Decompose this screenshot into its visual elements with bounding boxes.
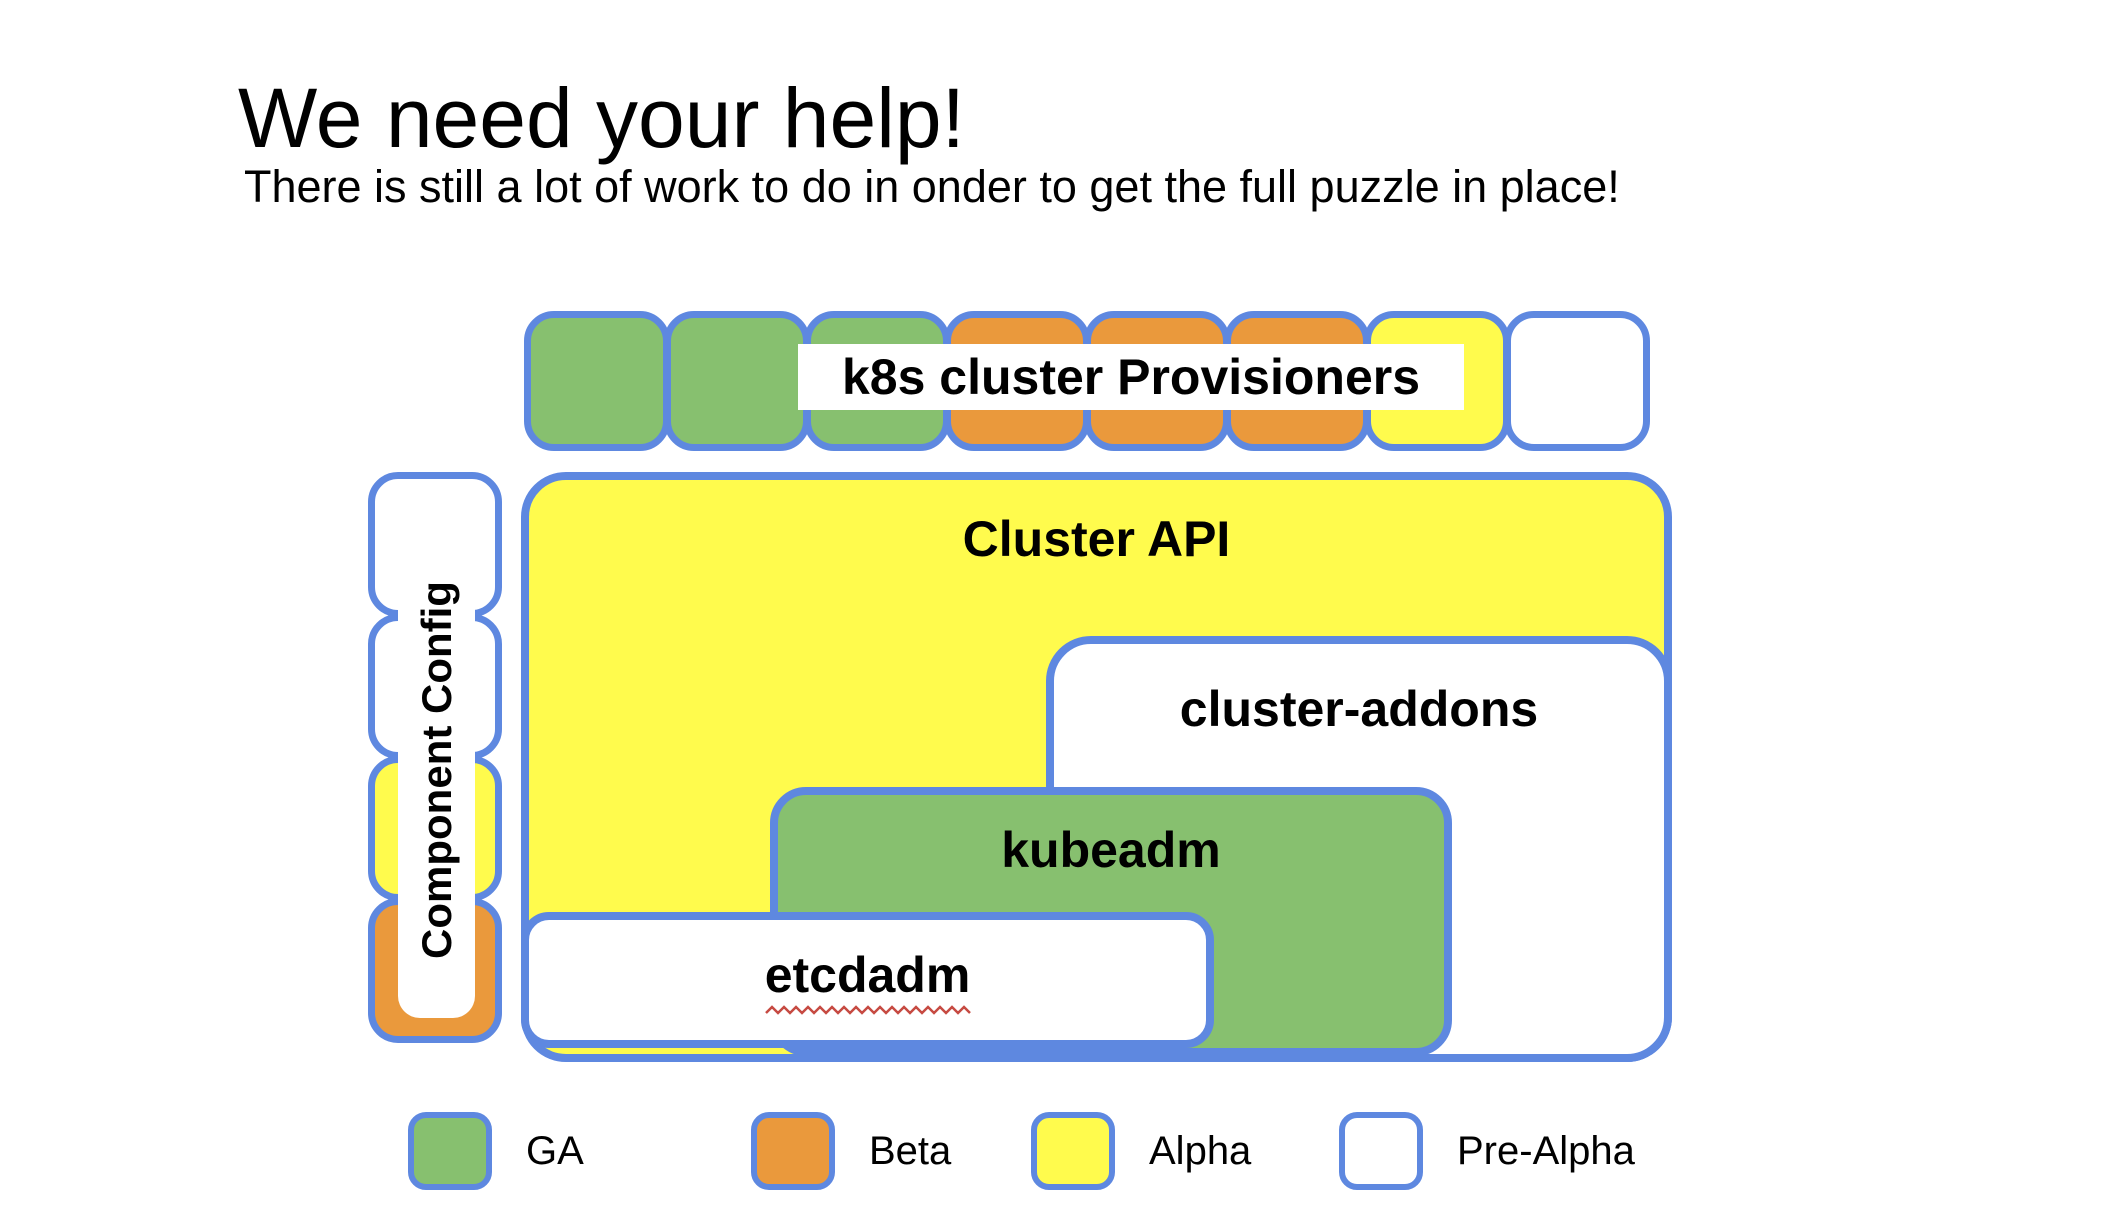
- provisioner-square: [1504, 311, 1650, 451]
- spellcheck-squiggle: [764, 1005, 971, 1015]
- legend-label: Alpha: [1149, 1129, 1252, 1173]
- cluster-addons-label: cluster-addons: [1179, 681, 1539, 737]
- kubeadm-label: kubeadm: [1001, 822, 1221, 878]
- provisioner-square: [524, 311, 670, 451]
- legend-item: Beta: [751, 1112, 951, 1190]
- legend-swatch-ga: [408, 1112, 492, 1190]
- provisioners-label-box: k8s cluster Provisioners: [798, 344, 1464, 410]
- legend-label: GA: [526, 1129, 584, 1173]
- component-config-label: Component Config: [412, 581, 460, 959]
- legend: GA Beta Alpha Pre-Alpha: [0, 1112, 2126, 1212]
- cluster-api-label: Cluster API: [962, 511, 1231, 567]
- page-title: We need your help!: [238, 71, 965, 166]
- legend-item: GA: [408, 1112, 584, 1190]
- legend-swatch-pre-alpha: [1339, 1112, 1423, 1190]
- legend-label: Beta: [869, 1129, 952, 1173]
- page-subtitle: There is still a lot of work to do in on…: [244, 161, 1620, 212]
- legend-item: Alpha: [1031, 1112, 1251, 1190]
- legend-item: Pre-Alpha: [1339, 1112, 1635, 1190]
- component-config-label-box: Component Config: [398, 522, 475, 1018]
- legend-label: Pre-Alpha: [1457, 1129, 1635, 1173]
- etcdadm-box: etcdadm: [521, 912, 1214, 1048]
- legend-swatch-alpha: [1031, 1112, 1115, 1190]
- provisioners-label: k8s cluster Provisioners: [841, 349, 1421, 405]
- provisioner-square: [664, 311, 810, 451]
- legend-swatch-beta: [751, 1112, 835, 1190]
- etcdadm-label: etcdadm: [764, 947, 971, 1003]
- provisioners-row: k8s cluster Provisioners: [524, 311, 1684, 451]
